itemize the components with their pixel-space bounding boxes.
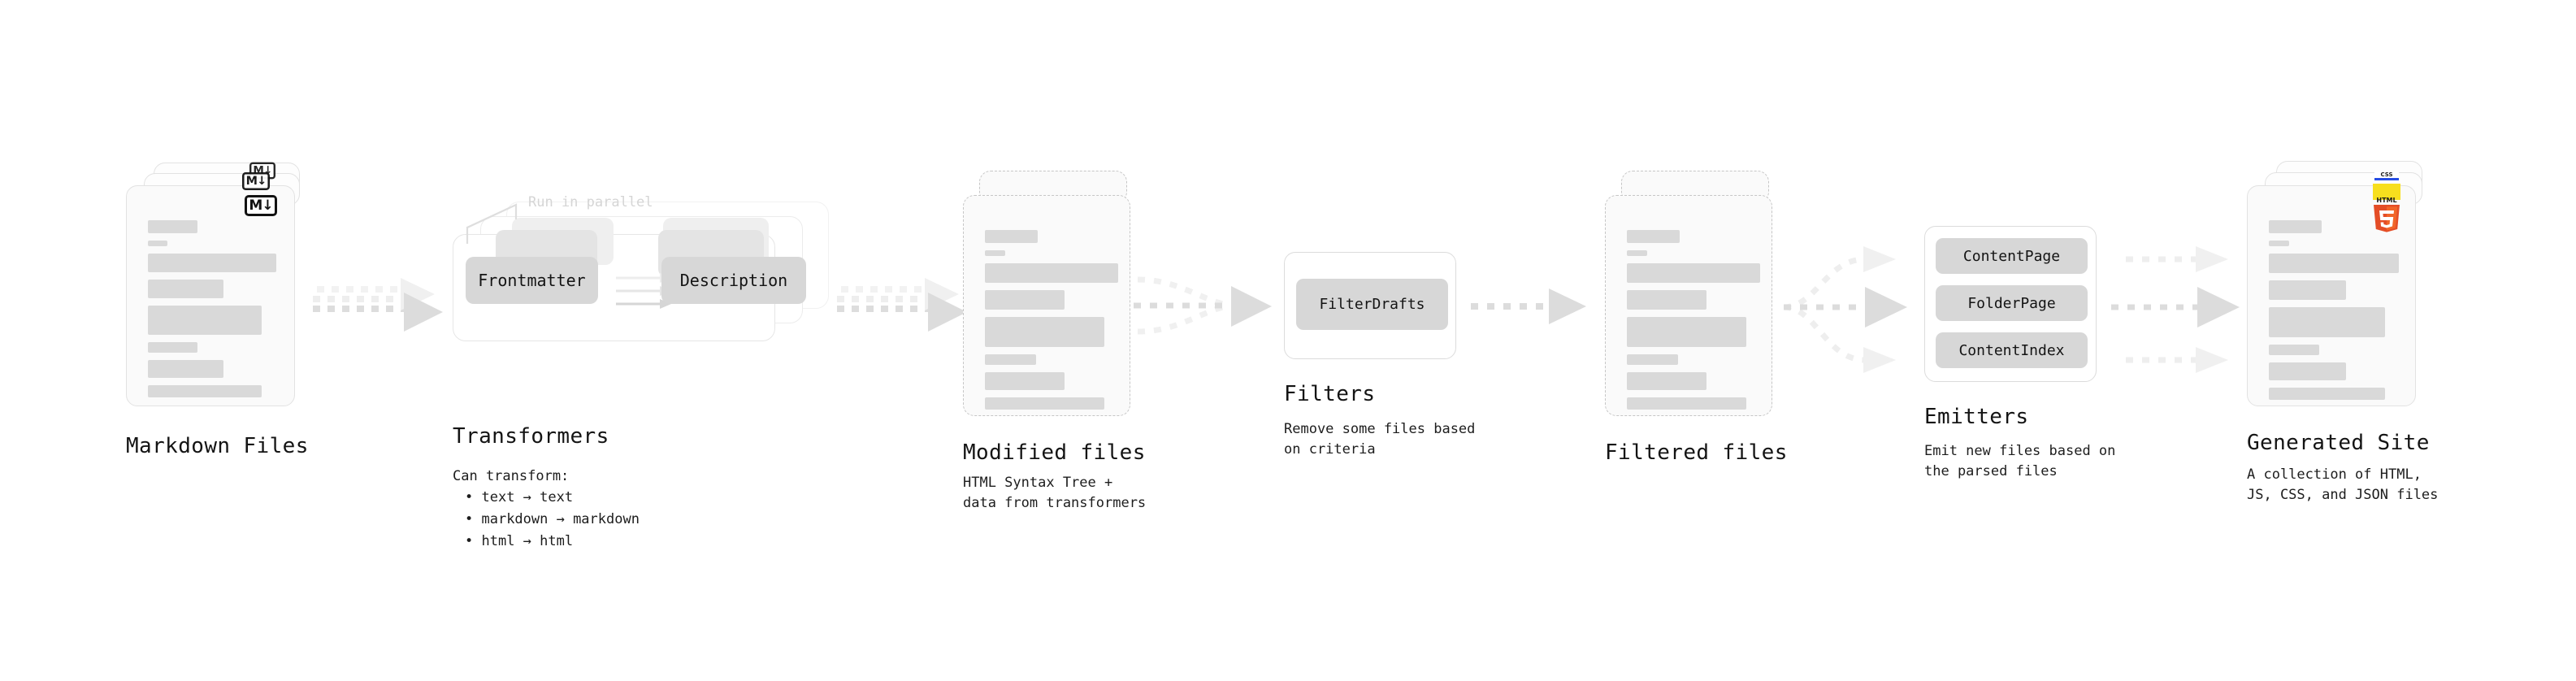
skeleton-bar [2269, 388, 2385, 400]
skeleton-bar [985, 230, 1038, 243]
skeleton-bar [148, 360, 223, 378]
emitter-pill-contentpage[interactable]: ContentPage [1936, 238, 2088, 274]
skeleton-bar [1627, 397, 1746, 410]
arrow-filtered-to-emitters [1783, 246, 1907, 373]
transformer-bullet-1: • markdown → markdown [465, 511, 640, 527]
css-badge-underline [2374, 178, 2399, 180]
skeleton-bar [2269, 254, 2399, 273]
markdown-badge: M↓ [245, 195, 277, 216]
skeleton-bar [148, 220, 197, 233]
arrow-filters-to-filtered [1471, 288, 1586, 324]
skeleton-bar [985, 354, 1036, 365]
arrow-md-to-transformers [313, 278, 443, 332]
node-subtitle-filters: Remove some files based on criteria [1284, 421, 1476, 458]
skeleton-bar [148, 306, 262, 335]
file-card-front [126, 185, 295, 406]
markdown-files-stack: M↓ M↓ M↓ [126, 162, 313, 414]
transformer-bullet-0: • text → text [465, 489, 574, 505]
skeleton-bar [148, 280, 223, 298]
skeleton-bar [148, 342, 197, 353]
skeleton-bar [2269, 220, 2322, 233]
node-title-markdown-files: Markdown Files [126, 434, 309, 458]
skeleton-bar [148, 254, 276, 272]
transformer-pill-frontmatter[interactable]: Frontmatter [466, 257, 598, 304]
skeleton-bar [1627, 263, 1760, 283]
skeleton-bar [985, 397, 1104, 410]
skeleton-bar [2269, 280, 2346, 300]
transformer-pill-description[interactable]: Description [661, 257, 806, 304]
skeleton-bar [1627, 372, 1706, 390]
skeleton-bar [148, 241, 167, 246]
css-badge: CSS [2374, 171, 2399, 181]
skeleton-bar [1627, 317, 1746, 347]
transformers-node: Frontmatter Description Run in parallel [443, 187, 841, 358]
generated-site-stack: CSS HTML [2247, 161, 2442, 421]
node-title-filtered-files: Filtered files [1605, 440, 1788, 465]
node-subtitle-emitters: Emit new files based on the parsed files [1924, 443, 2116, 479]
skeleton-bar [2269, 362, 2346, 380]
file-skeleton [148, 220, 276, 405]
css-badge-label: CSS [2380, 171, 2393, 178]
run-in-parallel-label: Run in parallel [528, 194, 653, 210]
markdown-badge-mid: M↓ [242, 171, 270, 191]
js-badge [2373, 184, 2400, 200]
skeleton-bar [985, 290, 1065, 310]
html5-badge: HTML [2370, 195, 2403, 232]
node-title-filters: Filters [1284, 382, 1376, 406]
skeleton-bar [985, 263, 1118, 283]
run-in-parallel-bracket [466, 203, 518, 244]
skeleton-bar [2269, 345, 2319, 355]
filters-card: FilterDrafts [1284, 252, 1456, 359]
modified-files-stack [963, 171, 1150, 423]
skeleton-bar [1627, 290, 1706, 310]
node-title-transformers: Transformers [453, 424, 609, 449]
skeleton-bar [985, 250, 1005, 256]
node-title-emitters: Emitters [1924, 405, 2029, 429]
filter-pill-filterdrafts[interactable]: FilterDrafts [1296, 279, 1448, 330]
node-subtitle-transformers: Can transform: [453, 468, 570, 484]
node-subtitle-generated-site: A collection of HTML, JS, CSS, and JSON … [2247, 466, 2439, 503]
node-subtitle-modified-files: HTML Syntax Tree + data from transformer… [963, 475, 1147, 511]
node-title-modified-files: Modified files [963, 440, 1146, 465]
file-card-front [2247, 185, 2416, 406]
file-card-front [963, 195, 1130, 416]
skeleton-bar [985, 317, 1104, 347]
file-skeleton [985, 230, 1118, 417]
bullet-text: markdown → markdown [481, 511, 640, 527]
node-title-generated-site: Generated Site [2247, 431, 2430, 455]
emitters-card: ContentPage FolderPage ContentIndex [1924, 226, 2097, 382]
skeleton-bar [985, 372, 1065, 390]
skeleton-bar [148, 385, 262, 397]
file-skeleton [1627, 230, 1760, 417]
arrow-emitters-to-site [2111, 246, 2240, 373]
bullet-text: html → html [481, 533, 574, 549]
arrow-modified-to-filters [1134, 276, 1272, 335]
skeleton-bar [2269, 307, 2385, 337]
emitter-pill-folderpage[interactable]: FolderPage [1936, 285, 2088, 321]
skeleton-bar [1627, 230, 1680, 243]
emitter-pill-contentindex[interactable]: ContentIndex [1936, 332, 2088, 368]
bullet-text: text → text [481, 489, 574, 505]
file-card-front [1605, 195, 1772, 416]
svg-text:HTML: HTML [2376, 197, 2396, 204]
transformer-bullet-2: • html → html [465, 533, 574, 549]
skeleton-bar [2269, 241, 2289, 246]
skeleton-bar [1627, 250, 1647, 256]
skeleton-bar [1627, 354, 1678, 365]
filtered-files-stack [1605, 171, 1792, 423]
file-skeleton [2269, 220, 2399, 407]
arrow-transformers-to-modified [837, 278, 967, 332]
